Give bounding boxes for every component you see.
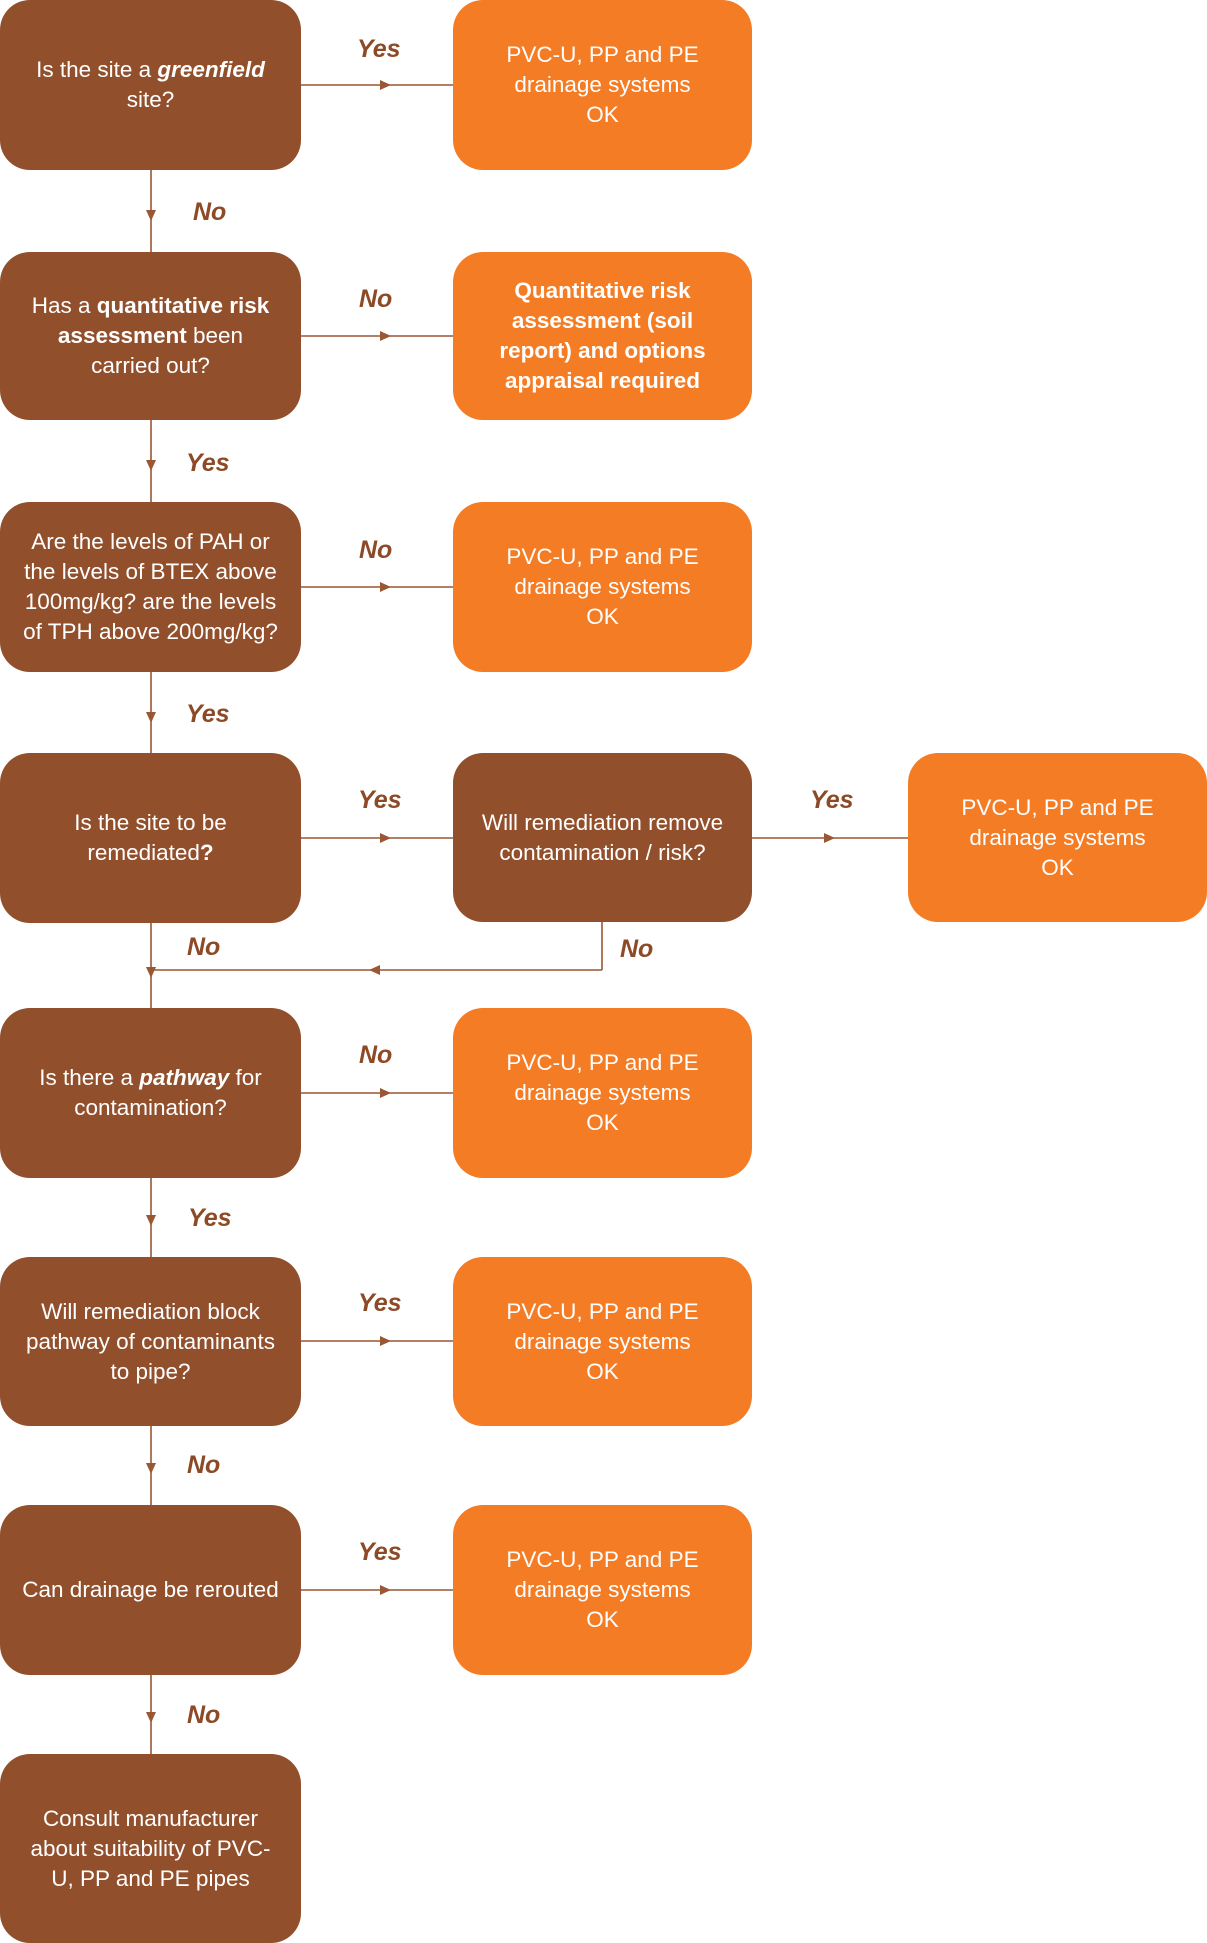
- question-text-part: Can drainage be rerouted: [22, 1577, 279, 1602]
- label-q6-no: No: [187, 1451, 221, 1479]
- label-q5-yes: Yes: [188, 1204, 232, 1232]
- question-pathway: Is there a pathway for contamination?: [0, 1008, 301, 1178]
- label-q6-yes: Yes: [358, 1289, 402, 1317]
- label-q1-yes: Yes: [357, 35, 401, 63]
- question-text-part: Are the levels of PAH or the levels of B…: [23, 529, 278, 644]
- result-ok-6: PVC-U, PP and PE drainage systems OK: [453, 1505, 752, 1675]
- result-ok-5: PVC-U, PP and PE drainage systems OK: [453, 1257, 752, 1426]
- question-text-part: Will remediation block pathway of contam…: [26, 1298, 275, 1384]
- question-remediated: Is the site to be remediated?: [0, 753, 301, 923]
- question-text-part: greenfield: [157, 57, 265, 82]
- label-q7-yes: Yes: [358, 1538, 402, 1566]
- result-ok-4: PVC-U, PP and PE drainage systems OK: [453, 1008, 752, 1178]
- question-text: Is the site to be remediated?: [22, 808, 279, 868]
- label-q3-yes: Yes: [186, 700, 230, 728]
- label-q2-no: No: [359, 285, 393, 313]
- question-text: Will remediation block pathway of contam…: [22, 1297, 279, 1387]
- question-text: Can drainage be rerouted: [22, 1575, 278, 1605]
- question-text: Consult manufacturer about suitability o…: [22, 1804, 279, 1894]
- label-mid-yes: Yes: [810, 786, 854, 814]
- result-risk-assessment-required: Quantitative risk assessment (soil repor…: [453, 252, 752, 420]
- question-remove-contamination: Will remediation remove contamination / …: [453, 753, 752, 922]
- question-text-part: for contamination?: [74, 1065, 262, 1120]
- question-text-part: Has a: [31, 293, 97, 318]
- result-ok-1: PVC-U, PP and PE drainage systems OK: [453, 0, 752, 170]
- question-text-part: been carried out?: [91, 323, 244, 378]
- label-q1-no: No: [193, 198, 227, 226]
- label-q4-no: No: [187, 933, 221, 961]
- question-text-part: site?: [126, 87, 175, 112]
- question-text-part: Is there a: [39, 1065, 140, 1090]
- question-text: Is there a pathway for contamination?: [22, 1063, 279, 1123]
- question-text: Is the site a greenfield site?: [22, 55, 279, 115]
- question-risk-assessment: Has a quantitative risk assessment been …: [0, 252, 301, 420]
- question-text: Has a quantitative risk assessment been …: [22, 291, 279, 381]
- question-text-part: pathway: [139, 1065, 230, 1090]
- question-text-part: Is the site a: [36, 57, 158, 82]
- consult-manufacturer: Consult manufacturer about suitability o…: [0, 1754, 301, 1943]
- question-text-part: Consult manufacturer about suitability o…: [30, 1805, 271, 1891]
- result-ok-3: PVC-U, PP and PE drainage systems OK: [908, 753, 1207, 922]
- label-q3-no: No: [359, 536, 393, 564]
- label-q7-no: No: [187, 1701, 221, 1729]
- result-ok-2: PVC-U, PP and PE drainage systems OK: [453, 502, 752, 672]
- label-mid-no: No: [620, 935, 654, 963]
- question-block-pathway: Will remediation block pathway of contam…: [0, 1257, 301, 1426]
- question-text-part: quantitative risk assessment: [57, 293, 270, 348]
- question-reroute: Can drainage be rerouted: [0, 1505, 301, 1675]
- label-q5-no: No: [359, 1041, 393, 1069]
- question-text: Are the levels of PAH or the levels of B…: [16, 527, 285, 647]
- label-q2-yes: Yes: [186, 449, 230, 477]
- question-contaminant-levels: Are the levels of PAH or the levels of B…: [0, 502, 301, 672]
- question-greenfield: Is the site a greenfield site?: [0, 0, 301, 170]
- question-text-part: Is the site to be remediated: [74, 810, 227, 865]
- label-q4-yes: Yes: [358, 786, 402, 814]
- question-text-part: ?: [199, 840, 214, 865]
